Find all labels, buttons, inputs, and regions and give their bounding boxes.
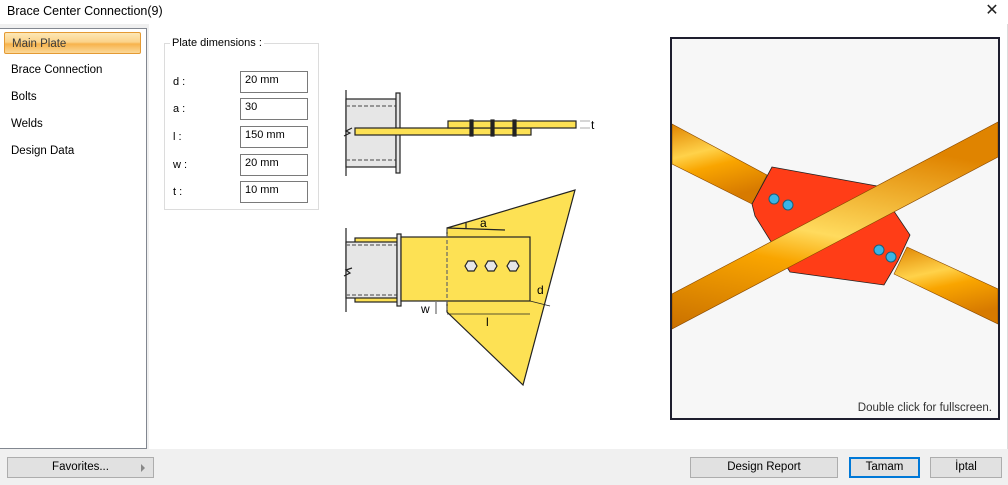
side-view [343,90,590,176]
title-bar: Brace Center Connection(9) ✕ [0,0,1008,24]
a-input[interactable] [240,98,308,120]
field-a-label: a : [173,103,186,115]
close-icon[interactable]: ✕ [985,2,999,19]
label-d: d [537,283,544,297]
field-d: d : [173,71,313,93]
sidebar-item-bolts[interactable]: Bolts [11,91,37,103]
w-input[interactable] [240,154,308,176]
chevron-right-icon [141,464,145,472]
preview-hint: Double click for fullscreen. [858,402,992,414]
sidebar-item-design-data[interactable]: Design Data [11,145,75,157]
field-t: t : [173,181,313,203]
field-a: a : [173,98,313,120]
cancel-button[interactable]: İptal [930,457,1002,478]
favorites-label: Favorites... [52,461,109,473]
plate-sketch-diagram: t a d w l [343,90,595,387]
label-a: a [480,216,487,230]
design-report-button[interactable]: Design Report [690,457,838,478]
sidebar-item-main-plate[interactable]: Main Plate [4,32,141,54]
sidebar: Main Plate Brace Connection Bolts Welds … [0,28,147,449]
main-panel: Plate dimensions : d : a : l : w : t : [149,24,1008,449]
3d-connection-render: Double click for fullscreen. [672,121,998,414]
field-w: w : [173,154,313,176]
l-input[interactable] [240,126,308,148]
field-l: l : [173,126,313,148]
field-w-label: w : [173,159,188,171]
d-input[interactable] [240,71,308,93]
favorites-button[interactable]: Favorites... [7,457,154,478]
sidebar-item-welds[interactable]: Welds [11,118,43,130]
plate-dimensions-legend: Plate dimensions : [172,37,262,49]
field-l-label: l : [173,131,182,143]
field-t-label: t : [173,186,183,198]
field-d-label: d : [173,76,186,88]
sidebar-item-brace-connection[interactable]: Brace Connection [11,64,103,76]
3d-preview[interactable]: Double click for fullscreen. [670,37,1000,420]
label-l: l [486,315,489,329]
label-w: w [420,302,430,316]
plan-view [343,189,576,387]
ok-button[interactable]: Tamam [849,457,920,478]
plate-dimensions-group: Plate dimensions : d : a : l : w : t : [164,37,319,210]
label-t: t [591,118,595,132]
window-title: Brace Center Connection(9) [7,4,163,18]
t-input[interactable] [240,181,308,203]
